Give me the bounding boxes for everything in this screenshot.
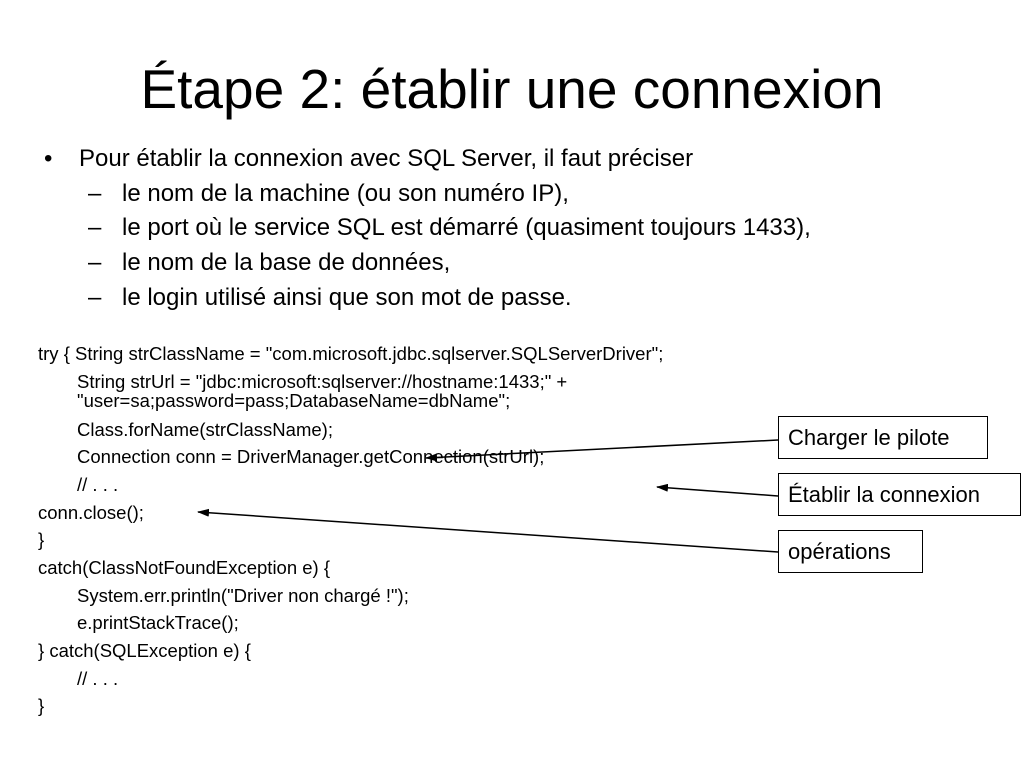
code-line: Class.forName(strClassName);: [77, 419, 333, 440]
dash-icon: –: [88, 180, 102, 207]
subbullet-text: le login utilisé ainsi que son mot de pa…: [122, 284, 572, 311]
code-line: System.err.println("Driver non chargé !"…: [77, 585, 409, 606]
bullet-icon: •: [44, 145, 53, 172]
code-line: }: [38, 529, 45, 550]
dash-icon: –: [88, 284, 102, 311]
dash-icon: –: [88, 249, 102, 276]
callout-etablir-la-connexion: Établir la connexion: [778, 473, 1021, 516]
subbullet-text: le nom de la base de données,: [122, 249, 451, 276]
code-line: Connection conn = DriverManager.getConne…: [77, 446, 545, 467]
code-line: // . . .: [77, 668, 119, 689]
code-line: }: [38, 695, 45, 716]
bullet-text: Pour établir la connexion avec SQL Serve…: [79, 145, 694, 172]
code-line: // . . .: [77, 474, 119, 495]
arrow-etablir: [656, 483, 779, 497]
code-line: } catch(SQLException e) {: [38, 640, 251, 661]
callout-charger-le-pilote: Charger le pilote: [778, 416, 988, 459]
slide-title: Étape 2: établir une connexion: [140, 58, 884, 120]
callout-operations: opérations: [778, 530, 923, 573]
subbullet-text: le nom de la machine (ou son numéro IP),: [122, 180, 569, 207]
code-line: conn.close();: [38, 502, 144, 523]
code-line: e.printStackTrace();: [77, 612, 239, 633]
code-line: try { String strClassName = "com.microso…: [38, 343, 664, 364]
code-line: catch(ClassNotFoundException e) {: [38, 557, 331, 578]
arrow-charger: [425, 439, 779, 462]
subbullet-text: le port où le service SQL est démarré (q…: [122, 214, 811, 241]
code-line: String strUrl = "jdbc:microsoft:sqlserve…: [77, 371, 568, 392]
dash-icon: –: [88, 214, 102, 241]
arrow-operations: [197, 508, 779, 553]
code-line: "user=sa;password=pass;DatabaseName=dbNa…: [77, 390, 511, 411]
